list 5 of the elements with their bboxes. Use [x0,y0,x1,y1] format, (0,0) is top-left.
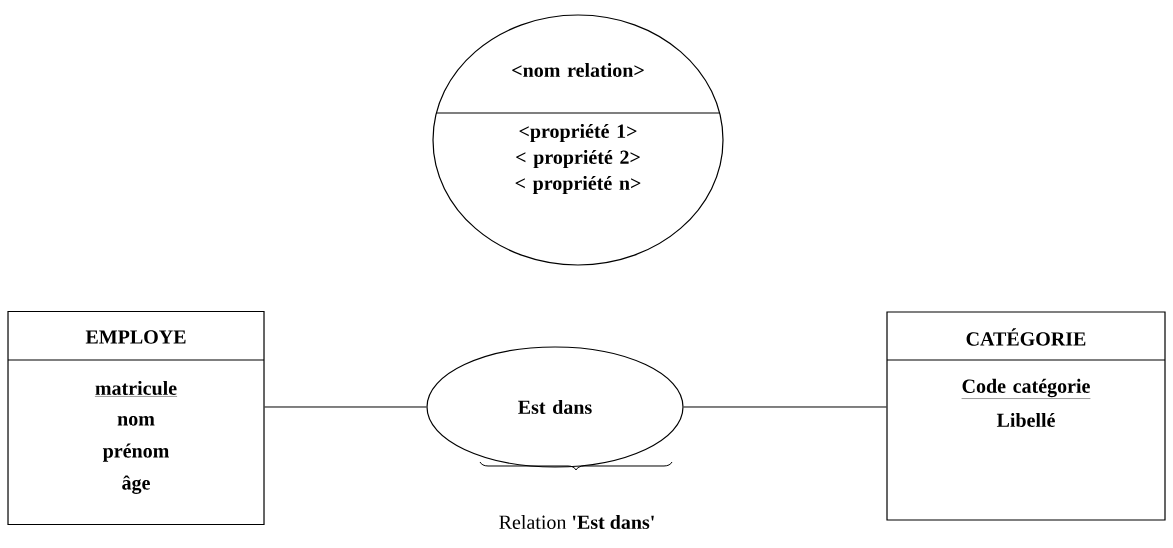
connector-line [683,406,887,408]
relation-caption: Relation 'Est dans' [499,514,654,529]
entity-box: EMPLOYE matricule nom prénom âge [7,310,265,526]
entity-box: CATÉGORIE Code catégorie Libellé [886,311,1166,521]
connector-line [264,406,427,408]
